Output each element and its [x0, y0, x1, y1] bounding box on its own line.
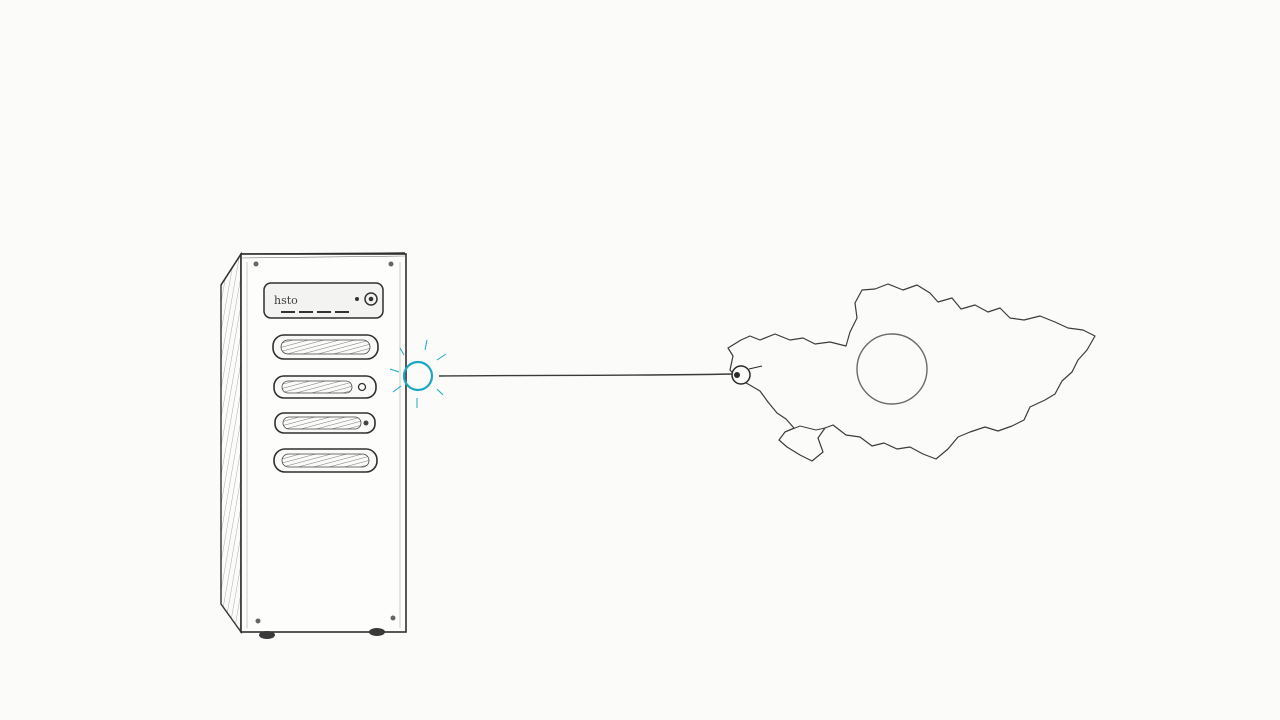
server-label-text: hsto [274, 294, 298, 307]
server-foot-left [259, 631, 275, 639]
power-button-icon [364, 292, 378, 306]
drive-bay-3 [274, 412, 376, 434]
screw-bottom-right [390, 615, 396, 621]
region-center-circle [856, 333, 928, 405]
glowing-port-icon [389, 339, 447, 408]
indicator-led [355, 297, 359, 301]
drive-bay-1 [272, 334, 379, 360]
endpoint-node-icon [731, 365, 763, 385]
server-foot-right [369, 628, 385, 636]
server-side-face [220, 251, 242, 635]
screw-bottom-left [255, 618, 261, 624]
server-top-panel: hsto [263, 282, 384, 319]
cloud-region-icon [727, 283, 1096, 462]
drive-bay-2 [273, 375, 377, 399]
screw-top-left [253, 261, 259, 267]
screw-top-right [388, 261, 394, 267]
connection-line [438, 373, 736, 377]
drive-led-icon [357, 382, 367, 392]
server-tower: hsto [220, 251, 407, 639]
drive-bay-4 [273, 448, 378, 473]
